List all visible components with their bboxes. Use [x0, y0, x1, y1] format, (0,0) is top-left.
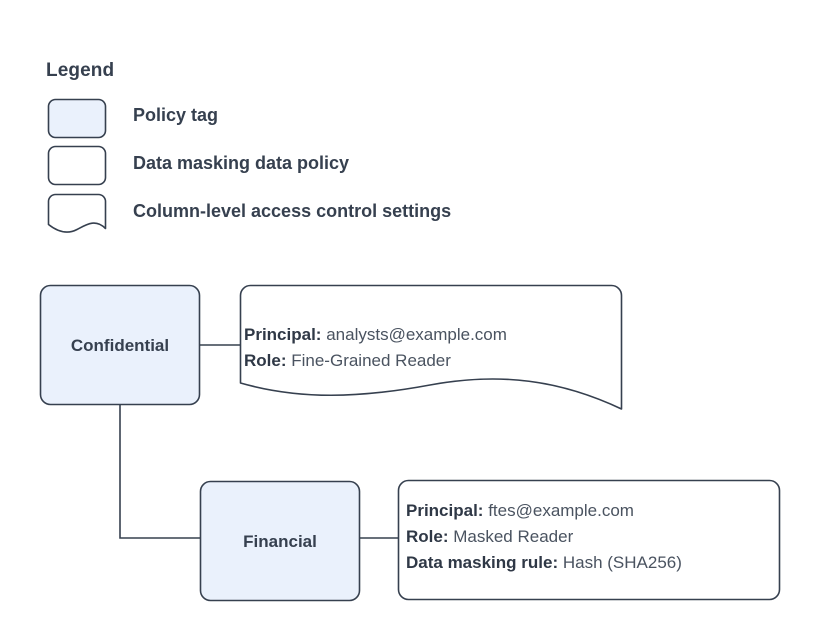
panel-value: Fine-Grained Reader — [291, 351, 451, 370]
panel-row: Data masking rule: Hash (SHA256) — [406, 550, 682, 576]
legend-item-label-data-masking-policy: Data masking data policy — [133, 153, 350, 173]
legend-swatch-data-masking-policy — [47, 145, 107, 186]
panel-value: Hash (SHA256) — [562, 553, 682, 572]
panel-key: Principal: — [406, 501, 484, 520]
panel-value: ftes@example.com — [488, 501, 634, 520]
node-financial[interactable] — [199, 480, 361, 602]
panel-key: Principal: — [244, 325, 322, 344]
panel-text-financial-data-masking-policy: Principal: ftes@example.com Role: Masked… — [406, 498, 682, 576]
node-label-financial: Financial — [243, 532, 317, 551]
panel-row: Principal: ftes@example.com — [406, 498, 682, 524]
legend-swatch-policy-tag — [47, 98, 107, 139]
panel-key: Data masking rule: — [406, 553, 559, 572]
legend-title: Legend — [46, 60, 115, 81]
panel-confidential-access-control[interactable] — [239, 284, 623, 410]
panel-key: Role: — [244, 351, 287, 370]
panel-row: Principal: analysts@example.com — [244, 322, 507, 348]
panel-key: Role: — [406, 527, 449, 546]
panel-row: Role: Masked Reader — [406, 524, 682, 550]
panel-value: analysts@example.com — [326, 325, 507, 344]
legend-swatch-column-access-control — [47, 193, 107, 233]
legend-item-label-column-access-control: Column-level access control settings — [133, 201, 452, 221]
node-label-confidential: Confidential — [70, 336, 170, 355]
node-confidential[interactable] — [39, 284, 201, 406]
panel-text-confidential-access-control: Principal: analysts@example.com Role: Fi… — [244, 322, 507, 374]
connector-confidential-to-financial — [119, 405, 200, 539]
panel-financial-data-masking-policy[interactable] — [397, 479, 781, 601]
panel-value: Masked Reader — [453, 527, 574, 546]
panel-row: Role: Fine-Grained Reader — [244, 348, 507, 374]
legend-item-label-policy-tag: Policy tag — [133, 105, 219, 125]
